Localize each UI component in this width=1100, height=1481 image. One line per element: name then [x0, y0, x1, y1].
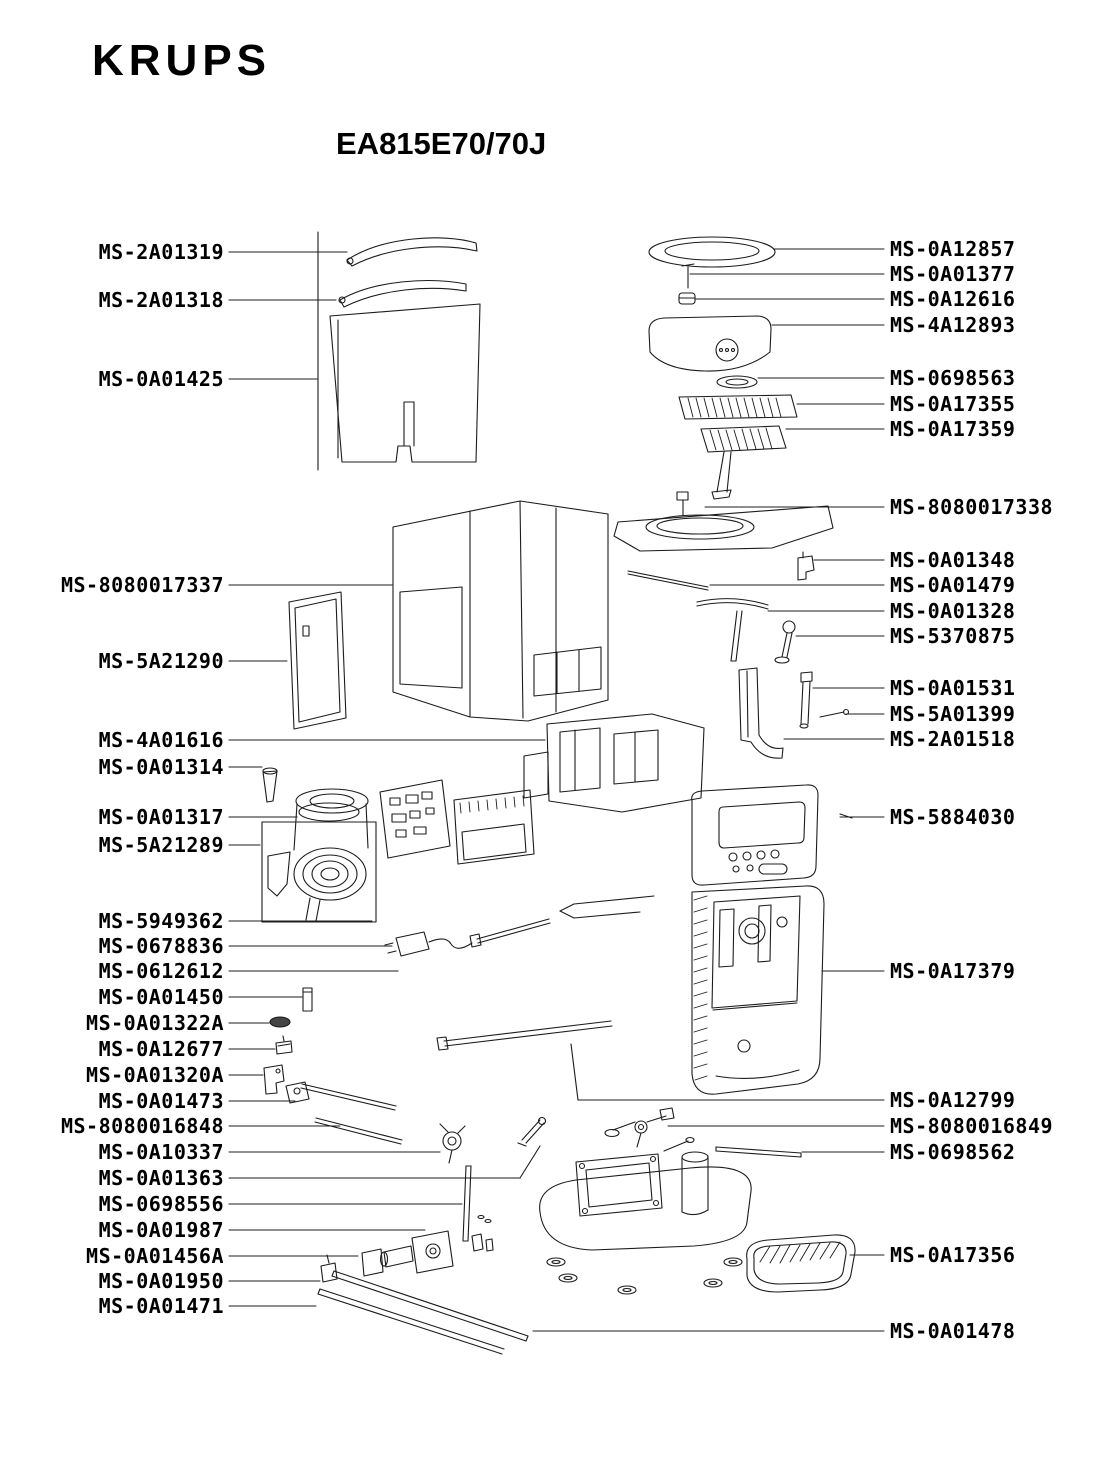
model-title: EA815E70/70J — [336, 126, 547, 161]
leader-lines-left — [228, 251, 546, 1307]
part-label: MS-0A17359 — [890, 417, 1016, 441]
part-label: MS-0A01363 — [98, 1166, 224, 1190]
brew-unit-drawing — [523, 713, 705, 813]
thermoblock-valve-drawing — [361, 1230, 494, 1277]
part-label: MS-0A01950 — [98, 1269, 224, 1293]
part-label: MS-0A01450 — [98, 985, 224, 1009]
lower-grid-drawing — [700, 425, 787, 500]
drip-tray-drawing — [746, 1234, 856, 1293]
part-label: MS-0A01987 — [98, 1218, 224, 1242]
tank-handle-lower-drawing — [338, 280, 467, 308]
part-label: MS-2A01318 — [98, 288, 224, 312]
part-label: MS-8080017337 — [60, 573, 224, 597]
part-label: MS-0A01531 — [890, 676, 1016, 700]
part-label: MS-0A01478 — [890, 1319, 1016, 1343]
tank-handle-upper-drawing — [346, 237, 478, 267]
part-label: MS-0A12677 — [98, 1037, 224, 1061]
side-door-drawing — [288, 591, 347, 730]
hose-clamp-drawing — [285, 1081, 310, 1104]
part-label: MS-0A12616 — [890, 287, 1016, 311]
part-label: MS-5949362 — [98, 909, 224, 933]
long-rod-drawing — [627, 570, 709, 591]
seal-part-drawing — [275, 1035, 293, 1055]
upper-grid-drawing — [678, 394, 798, 420]
short-tube-drawing — [715, 1146, 802, 1158]
part-label: MS-0A12799 — [890, 1088, 1016, 1112]
hose-lower-drawing — [314, 1117, 403, 1145]
control-panel-drawing — [691, 784, 853, 886]
part-label: MS-0A17355 — [890, 392, 1016, 416]
front-housing-drawing — [691, 885, 825, 1095]
part-label: MS-0A01425 — [98, 367, 224, 391]
steam-pipe-drawing — [696, 598, 769, 662]
pump-assembly-drawing — [261, 767, 377, 923]
part-label: MS-0A01322A — [86, 1011, 224, 1035]
part-label: MS-0A01328 — [890, 599, 1016, 623]
tiny-fitting-drawing — [320, 1254, 338, 1283]
flow-meter-drawing — [439, 1123, 466, 1164]
base-assembly-drawing — [539, 1136, 752, 1295]
small-cylinder-drawing — [302, 987, 313, 1012]
part-label: MS-2A01319 — [98, 240, 224, 264]
long-diagonal-tube-a-drawing — [331, 1270, 529, 1342]
part-label: MS-0A17356 — [890, 1243, 1016, 1267]
part-label: MS-5884030 — [890, 805, 1016, 829]
water-tank-drawing — [317, 231, 481, 471]
part-label: MS-5A01399 — [890, 702, 1016, 726]
part-label: MS-0698562 — [890, 1140, 1016, 1164]
part-label: MS-5370875 — [890, 624, 1016, 648]
part-label: MS-0A01348 — [890, 548, 1016, 572]
part-label: MS-2A01518 — [890, 727, 1016, 751]
small-valve-drawing — [774, 620, 796, 664]
part-label: MS-8080016848 — [60, 1114, 224, 1138]
part-label: MS-0A10337 — [98, 1140, 224, 1164]
part-label: MS-8080016849 — [890, 1114, 1054, 1138]
tank-lid-drawing — [648, 236, 776, 268]
main-body-frame-drawing — [392, 500, 609, 722]
lid-screw-drawing — [681, 263, 695, 289]
valve-cluster-drawing — [604, 1107, 675, 1148]
elbow-fitting-drawing — [263, 1064, 285, 1095]
part-label: MS-5A21290 — [98, 649, 224, 673]
part-label: MS-0A12857 — [890, 237, 1016, 261]
lever-part-drawing — [517, 1116, 547, 1147]
long-screw-drawing — [819, 708, 850, 718]
retainer-clip-drawing — [797, 551, 815, 581]
part-label: MS-0698563 — [890, 366, 1016, 390]
bracket-panel-drawing — [453, 789, 535, 865]
power-cord-drawing — [384, 931, 473, 957]
pcb-drawing — [379, 779, 451, 859]
part-label: MS-0A01377 — [890, 262, 1016, 286]
part-label: MS-0A01314 — [98, 755, 224, 779]
part-label: MS-0A01456A — [86, 1244, 224, 1268]
part-label: MS-0A01479 — [890, 573, 1016, 597]
part-label: MS-0A17379 — [890, 959, 1016, 983]
part-label: MS-0A01317 — [98, 805, 224, 829]
bean-hopper-drawing — [648, 315, 772, 372]
thin-vertical-rod-drawing — [462, 1165, 492, 1242]
part-label: MS-0698556 — [98, 1192, 224, 1216]
small-knob-drawing — [678, 292, 696, 305]
cleaning-needle-drawing — [469, 895, 655, 948]
leader-lines-right — [532, 248, 885, 1332]
part-label: MS-0A01473 — [98, 1089, 224, 1113]
pin-drawing — [799, 671, 813, 729]
rubber-cap-drawing — [269, 1016, 291, 1028]
funnel-ring-drawing — [716, 375, 758, 389]
part-label: MS-4A12893 — [890, 313, 1016, 337]
spout-clip-drawing — [738, 667, 784, 759]
part-label: MS-0A01320A — [86, 1063, 224, 1087]
top-cover-drawing — [613, 491, 834, 552]
part-label: MS-8080017338 — [890, 495, 1054, 519]
long-diagonal-tube-b-drawing — [317, 1288, 505, 1355]
hose-upper-drawing — [300, 1083, 397, 1111]
long-horizontal-tube-drawing — [436, 1020, 613, 1051]
part-label: MS-0A01471 — [98, 1294, 224, 1318]
part-label: MS-5A21289 — [98, 833, 224, 857]
part-label: MS-4A01616 — [98, 728, 224, 752]
part-label: MS-0678836 — [98, 934, 224, 958]
part-label: MS-0612612 — [98, 959, 224, 983]
brand-logo: KRUPS — [92, 36, 272, 85]
